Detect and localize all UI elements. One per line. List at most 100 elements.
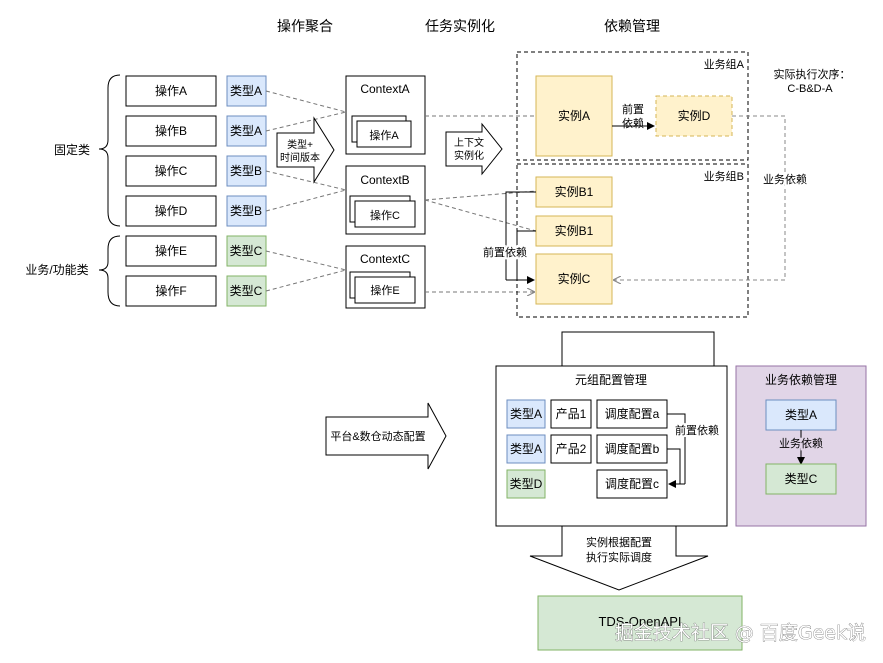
operation-label: 操作B [155,123,187,138]
versioning-arrow-line1: 类型+ [287,138,313,151]
schedule-dep-label: 前置依赖 [675,423,719,437]
down-arrow-line1: 实例根据配置 [586,535,652,549]
type-label: 类型B [230,204,262,218]
operation-label: 操作A [155,83,187,98]
tuple-schedule-label: 调度配置b [605,441,660,456]
type-box [226,155,267,187]
type-label: 类型C [230,284,263,298]
business-group-b [516,163,749,318]
operation-box [125,235,217,267]
operation-label: 操作C [155,163,188,178]
business-group-b-label: 业务组B [704,169,744,183]
type-label: 类型A [230,84,262,98]
operation-row: 操作E 类型C [125,235,267,267]
tuple-config-tab [561,331,715,367]
fixed-brace [98,74,121,227]
down-arrow-line2: 执行实际调度 [586,550,652,564]
instance-a [535,75,613,157]
business-dependency-arrow [614,115,786,280]
operation-label: 操作F [155,283,186,298]
versioning-arrow [276,116,335,184]
operation-box [125,115,217,147]
type-label: 类型B [230,164,262,178]
tds-openapi-label: TDS-OpenAPI [598,614,681,629]
tuple-config-title: 元组配置管理 [575,372,647,387]
instance-b1-bottom [535,215,613,247]
b-to-c-dependency-arrows [505,191,536,284]
operation-row: 操作C 类型B [125,155,267,187]
a-d-dep-line2: 依赖 [622,117,644,130]
biz-dep-arrow-label: 业务依赖 [779,437,823,450]
type-box [226,235,267,267]
exec-order-line2: C-B&D-A [787,83,833,95]
biz-dep-type-c-label: 类型C [785,472,818,486]
tuple-schedule-label: 调度配置c [605,476,659,491]
platform-arrow [325,402,447,470]
context-stack-front [354,276,416,304]
instance-b1-top [535,176,613,208]
instance-c-label: 实例C [558,271,591,286]
header-tasks: 任务实例化 [425,18,495,34]
a-d-dep-line1: 前置 [622,102,644,116]
type-context-connectors [265,90,347,292]
context-title: ContextB [360,173,409,187]
operation-label: 操作E [155,243,187,258]
tuple-type-label: 类型D [510,477,543,491]
tuple-type-box [506,434,546,464]
biz-dep-type-c [765,463,837,495]
schedule-dependency-arrows [667,413,686,488]
instantiate-arrow-line2: 实例化 [454,149,484,162]
operation-box [125,75,217,107]
context-inner-label: 操作E [370,283,399,297]
context-stack-front [356,120,412,148]
versioning-arrow-line2: 时间版本 [280,151,320,164]
business-group-a-label: 业务组A [704,57,745,71]
operation-row: 操作D 类型B [125,195,267,227]
tuple-type-label: 类型A [510,442,542,456]
context-box: ContextC 操作E [345,245,426,309]
instance-a-label: 实例A [558,108,590,123]
platform-arrow-label: 平台&数仓动态配置 [330,429,425,443]
business-dependency-label: 业务依赖 [763,173,807,186]
header-deps: 依赖管理 [604,18,660,34]
instance-d [655,95,733,137]
operation-box [125,195,217,227]
watermark: 掘金技术社区 @ 百度Geek说 [615,622,866,644]
schedule-down-arrow [529,525,709,591]
tuple-type-label: 类型A [510,407,542,421]
operation-box [125,155,217,187]
operation-row: 操作A 类型A [125,75,267,107]
tuple-type-box [506,399,546,429]
tuple-schedule-box [596,434,668,464]
operation-box [125,275,217,307]
category-business: 业务/功能类 [25,262,88,277]
type-box [226,275,267,307]
context-box: ContextA 操作A [345,75,426,155]
biz-dep-type-a [765,399,837,431]
tuple-schedule-box [596,469,668,499]
instance-c [535,253,613,305]
instance-b1-top-label: 实例B1 [555,184,594,199]
context-box: ContextB 操作C [345,165,426,235]
tuple-product-label: 产品1 [556,407,587,421]
type-box [226,75,267,107]
instance-b1-bottom-label: 实例B1 [555,223,594,238]
operation-label: 操作D [155,203,188,218]
operation-row: 操作B 类型A [125,115,267,147]
operation-row: 操作F 类型C [125,275,267,307]
type-label: 类型A [230,124,262,138]
business-group-a [516,51,749,161]
tuple-schedule-label: 调度配置a [605,406,660,421]
tuple-product-box [550,434,592,464]
instantiate-arrow [445,122,503,176]
biz-dep-type-a-label: 类型A [785,408,817,422]
context-title: ContextC [360,252,410,266]
context-title: ContextA [360,82,409,96]
type-box [226,195,267,227]
b-c-dep-label: 前置依赖 [483,245,527,259]
tuple-type-box [506,469,546,499]
business-brace [98,235,121,307]
instance-d-label: 实例D [678,108,711,123]
instantiate-arrow-line1: 上下文 [454,136,484,149]
